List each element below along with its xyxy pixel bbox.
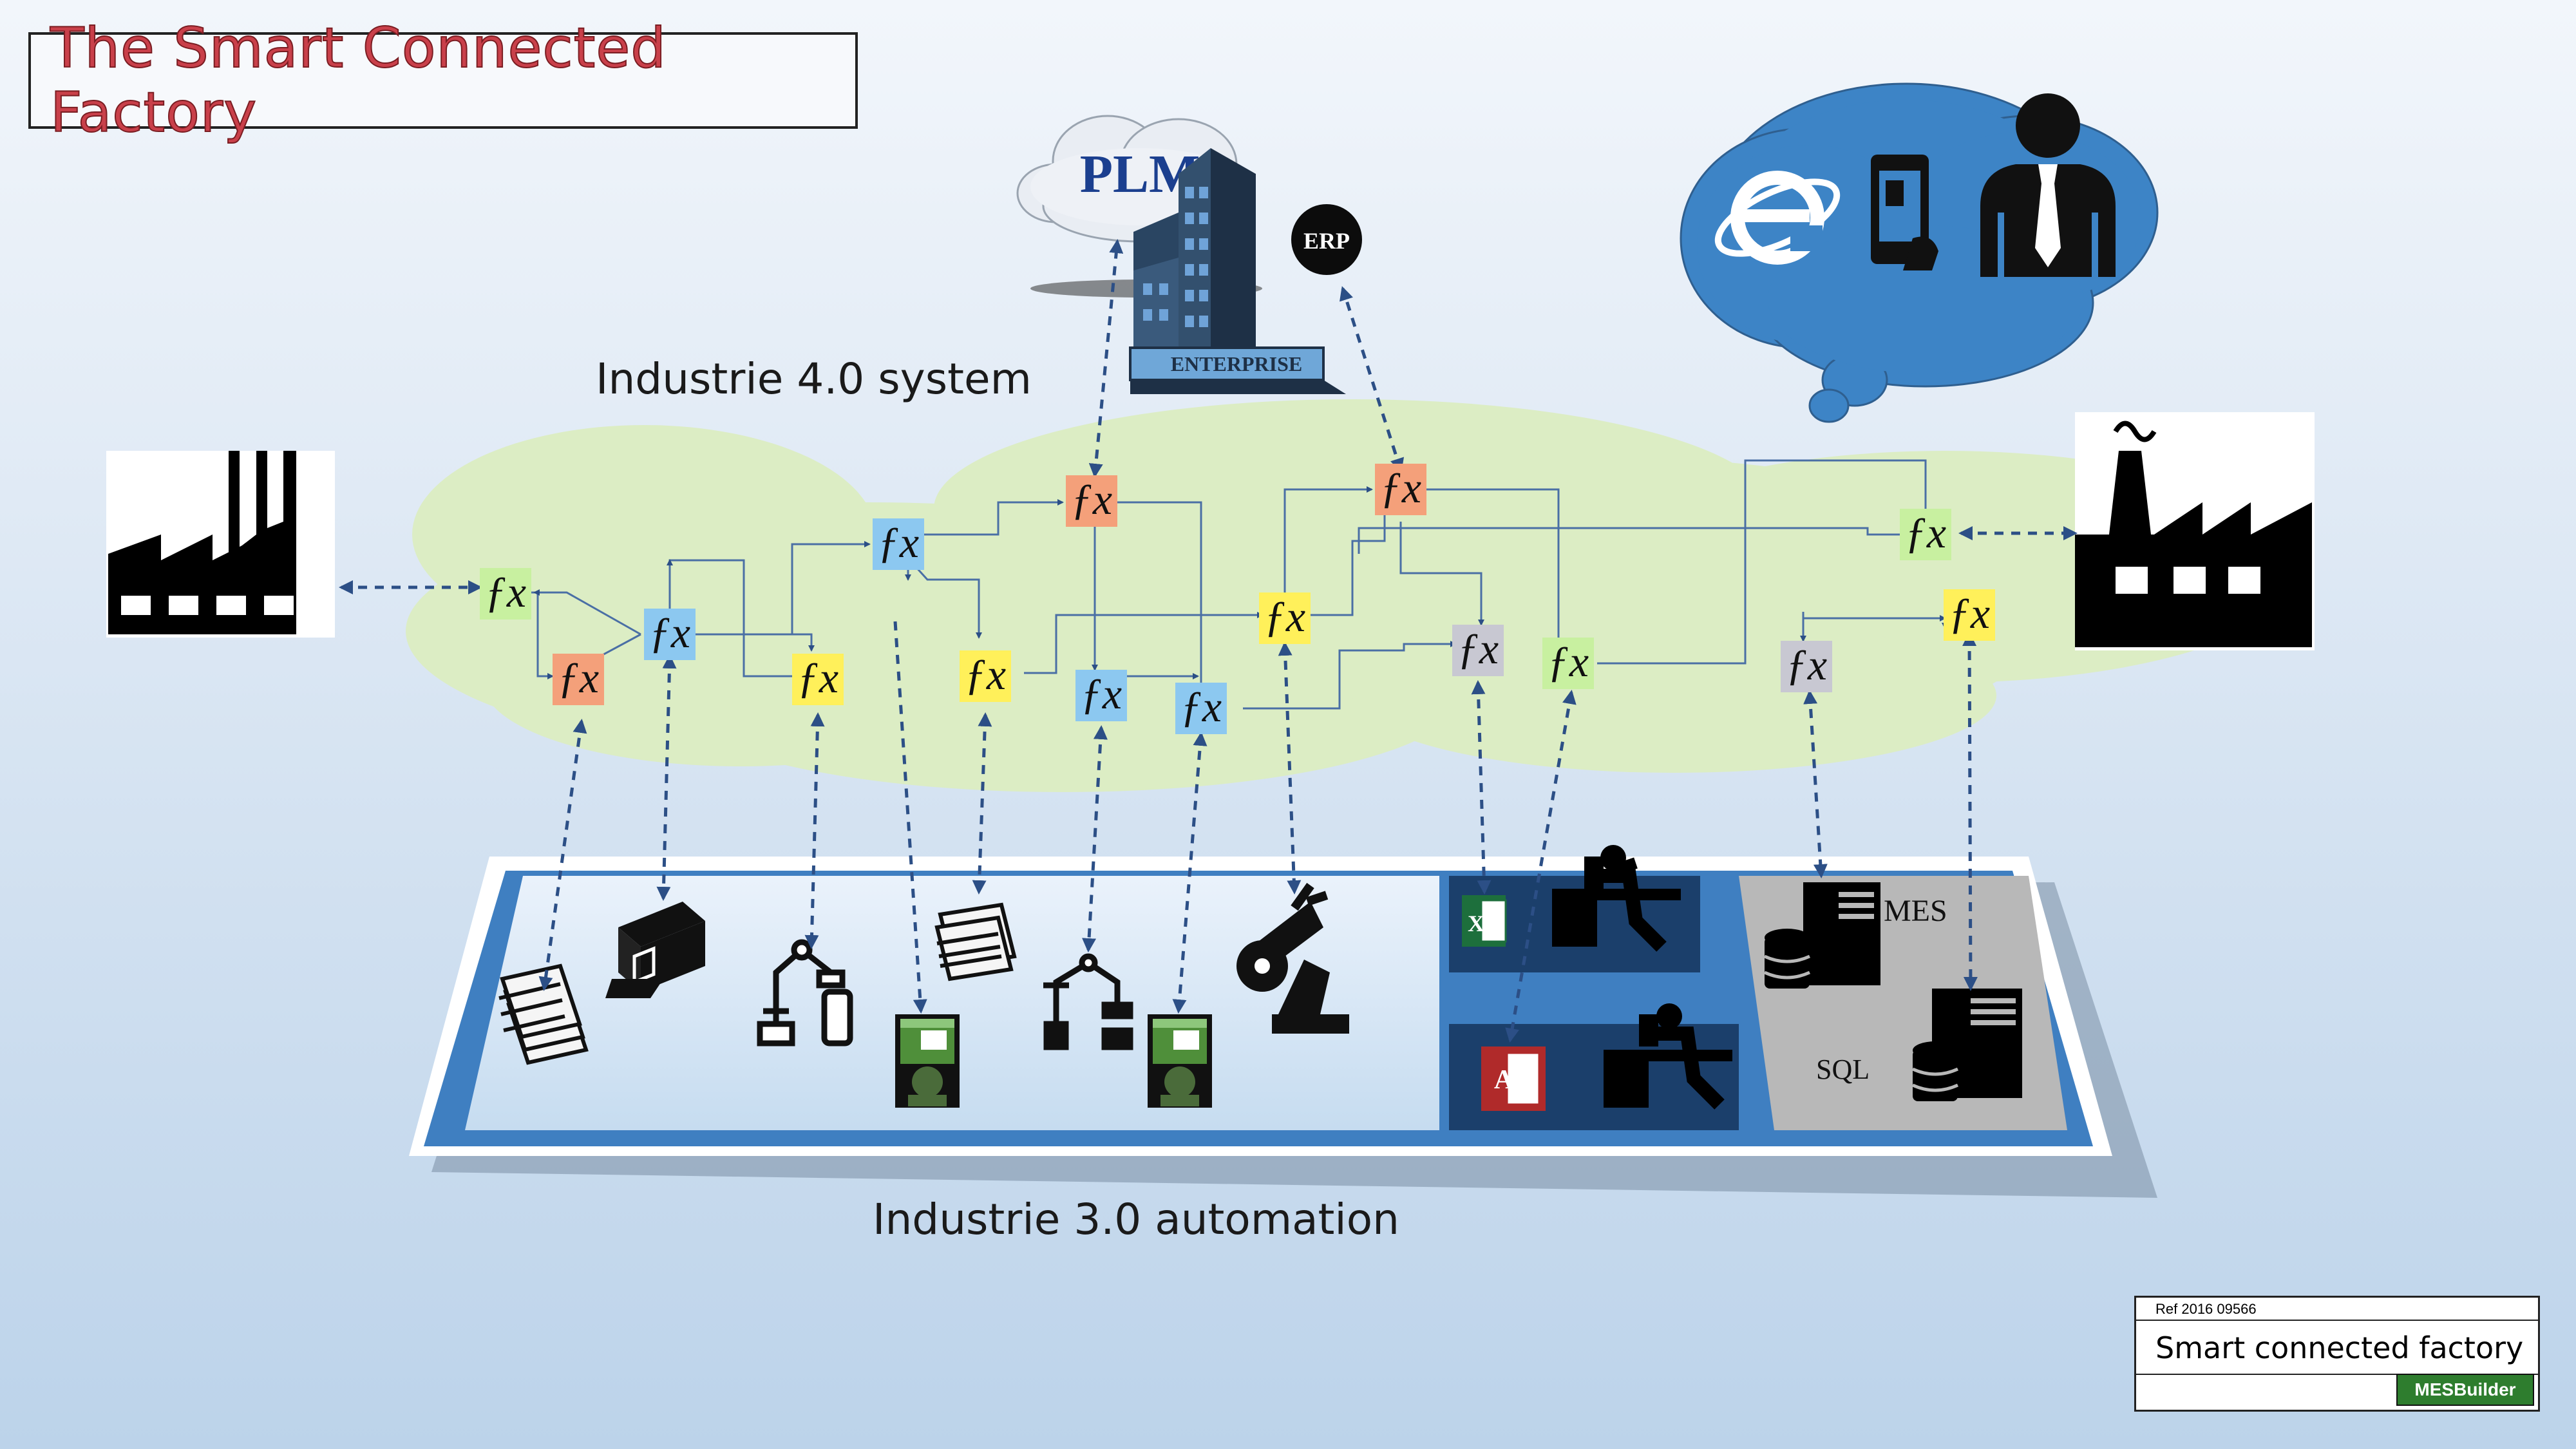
fx-node: ƒx xyxy=(1542,637,1594,689)
fx-label: ƒx xyxy=(1786,640,1827,689)
fx-node: ƒx xyxy=(1175,682,1227,734)
fx-node: ƒx xyxy=(1259,592,1311,644)
fx-node: ƒx xyxy=(1944,589,1995,641)
fx-label: ƒx xyxy=(1380,463,1421,512)
fx-node: ƒx xyxy=(1075,669,1127,721)
fx-label: ƒx xyxy=(1071,475,1112,524)
operator-screen-icon-left xyxy=(895,1014,960,1108)
svg-text:X: X xyxy=(1468,911,1484,936)
fx-node: ƒx xyxy=(553,653,604,705)
paper-stack-icon-right xyxy=(934,902,1017,981)
mesbuilder-logo: MESBuilder xyxy=(2396,1374,2534,1406)
fx-node: ƒx xyxy=(873,518,924,570)
erp-label: ERP xyxy=(1303,228,1350,254)
industrie30-label: Industrie 3.0 automation xyxy=(873,1195,1399,1244)
fx-node: ƒx xyxy=(1375,463,1426,515)
fx-node: ƒx xyxy=(1452,624,1504,676)
ref-caption: Smart connected factory xyxy=(2136,1321,2538,1375)
robot-arm-icon-small xyxy=(757,939,853,1046)
fx-label: ƒx xyxy=(1905,508,1946,557)
fx-label: ƒx xyxy=(1949,589,1990,638)
fx-label: ƒx xyxy=(965,650,1006,699)
mes-label: MES xyxy=(1884,894,1947,928)
robot-arm-icon-medium xyxy=(1043,953,1133,1050)
fx-label: ƒx xyxy=(1081,669,1122,718)
fx-label: ƒx xyxy=(485,567,526,616)
fx-label: ƒx xyxy=(1548,637,1589,686)
tablet-icon xyxy=(1871,155,1938,270)
factory-icon-right xyxy=(2075,412,2315,650)
sql-label: SQL xyxy=(1816,1054,1870,1085)
fx-label: ƒx xyxy=(1180,682,1222,731)
database-icon-top xyxy=(1763,929,1811,989)
svg-text:A: A xyxy=(1494,1065,1514,1095)
excel-icon: X xyxy=(1462,895,1507,947)
ref-number: Ref 2016 09566 xyxy=(2136,1298,2538,1321)
industrie40-cloud xyxy=(406,399,2306,792)
business-person-icon xyxy=(1980,93,2116,277)
industrie40-label: Industrie 4.0 system xyxy=(596,354,1032,404)
fx-node: ƒx xyxy=(1066,475,1117,527)
enterprise-label: ENTERPRISE xyxy=(1171,352,1303,375)
database-icon-bottom xyxy=(1911,1041,1959,1101)
dashed-connectors xyxy=(339,239,2078,1043)
reference-box: Ref 2016 09566 Smart connected factory M… xyxy=(2134,1296,2540,1412)
browser-icon xyxy=(1714,171,1841,265)
erp-icon: ERP xyxy=(1291,204,1362,275)
workstation-icon-bottom xyxy=(1604,1003,1732,1110)
fx-nodes: ƒx ƒx ƒx ƒx ƒx ƒx ƒx ƒx ƒx ƒx ƒx ƒx ƒx ƒ… xyxy=(480,463,1995,734)
factory-icon-left xyxy=(106,451,335,638)
fx-node: ƒx xyxy=(960,650,1011,702)
fx-node: ƒx xyxy=(1781,640,1832,692)
server-icon-top xyxy=(1803,882,1880,985)
industrial-robot-icon xyxy=(1236,882,1349,1034)
fx-node: ƒx xyxy=(1900,508,1951,560)
fx-node: ƒx xyxy=(644,608,696,660)
fx-label: ƒx xyxy=(558,653,599,702)
fx-node: ƒx xyxy=(792,653,844,705)
title-box: The Smart Connected Factory xyxy=(28,15,858,146)
fx-node: ƒx xyxy=(480,567,531,620)
enterprise-building-icon: ENTERPRISE xyxy=(1129,148,1346,394)
fx-label: ƒx xyxy=(1264,592,1305,641)
access-icon: A xyxy=(1481,1046,1546,1111)
fx-label: ƒx xyxy=(1457,624,1499,673)
operator-screen-icon-right xyxy=(1148,1014,1212,1108)
printer-icon xyxy=(605,902,705,998)
fx-label: ƒx xyxy=(878,518,919,567)
page-title: The Smart Connected Factory xyxy=(50,15,667,146)
fx-label: ƒx xyxy=(797,653,838,702)
fx-label: ƒx xyxy=(649,608,690,657)
